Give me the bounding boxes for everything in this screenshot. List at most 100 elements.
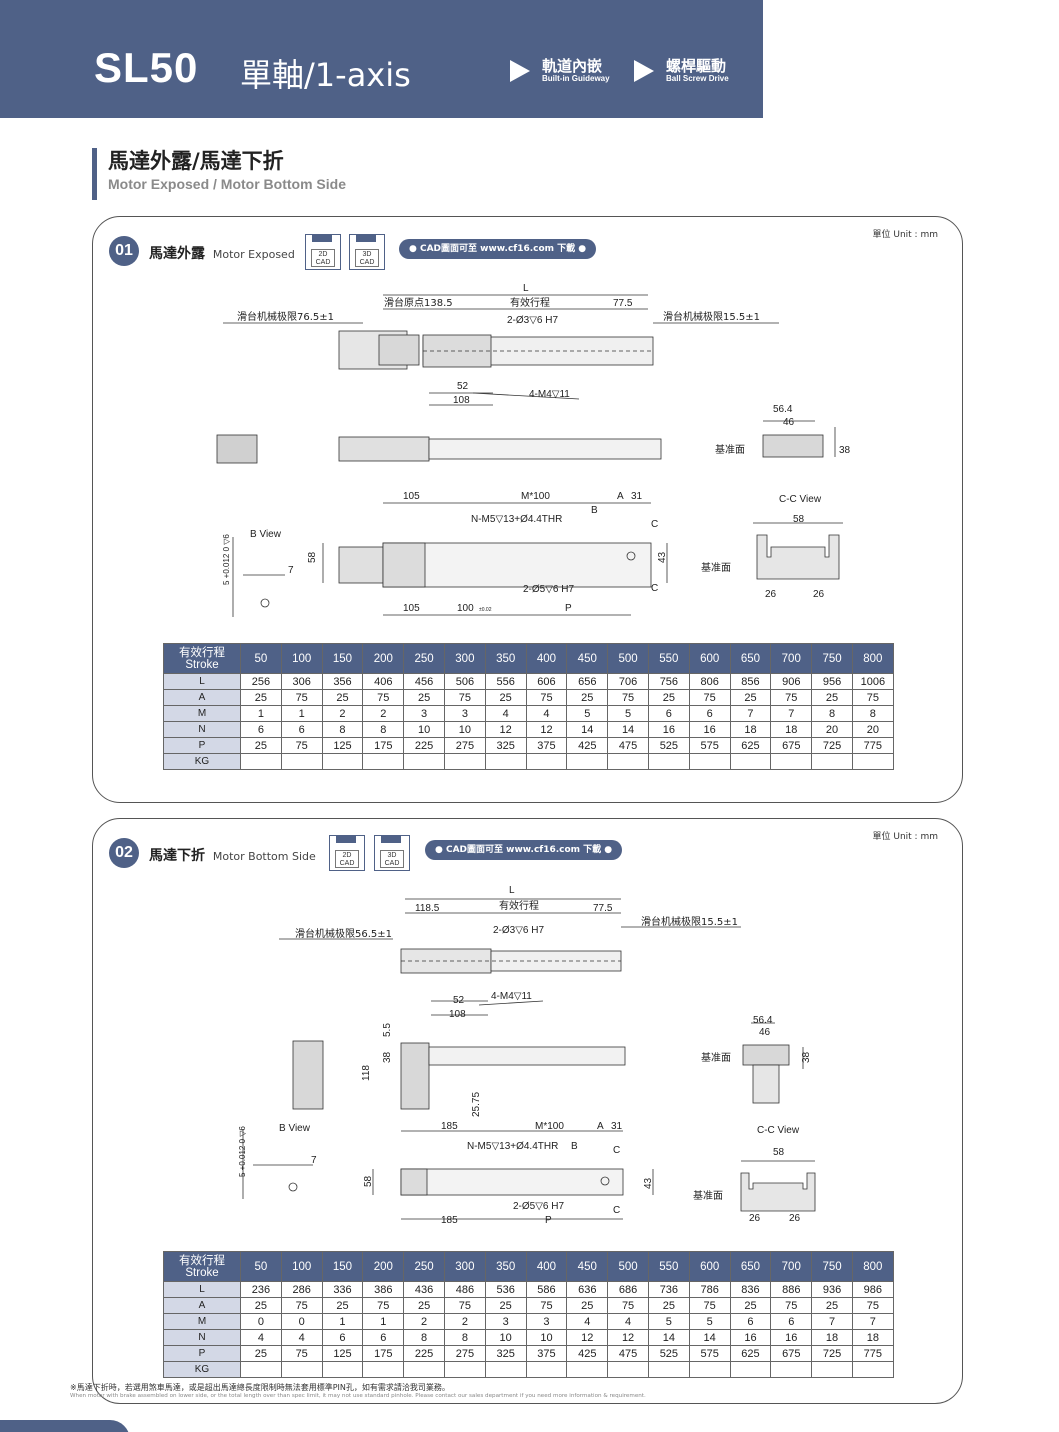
dim-52: 52 — [457, 381, 469, 392]
dim-38: 38 — [839, 445, 851, 456]
table-cell: 236 — [240, 1281, 282, 1298]
datum-label-c: 基准面 — [701, 561, 731, 574]
stroke-col: 300 — [443, 643, 486, 674]
dim-108: 108 — [449, 1009, 466, 1020]
table-cell: 656 — [566, 673, 609, 690]
cad-download-link[interactable]: ● CAD圖面可至 www.cf16.com 下載 ● — [399, 239, 597, 259]
table-cell — [566, 753, 609, 770]
dim-p: P — [545, 1215, 552, 1226]
dim-100-tolerance: ±0.02 — [479, 607, 492, 613]
table-cell — [525, 1361, 568, 1378]
table-cell: 75 — [362, 689, 405, 706]
table-cell: 2 — [362, 705, 405, 722]
table-cell: 5 — [607, 705, 649, 722]
table-cell: 256 — [240, 673, 282, 690]
stroke-col: 700 — [770, 1251, 813, 1282]
unit-label: 單位 Unit : mm — [872, 832, 938, 842]
table-cell: 25 — [240, 689, 282, 706]
table-cell: 75 — [443, 1297, 486, 1314]
table-cell: 8 — [811, 705, 853, 722]
table-cell: 8 — [851, 705, 894, 722]
table-cell: 986 — [851, 1281, 894, 1298]
c-view-label: C-C View — [757, 1125, 800, 1136]
table-cell: 4 — [280, 1329, 323, 1346]
dim-25-75: 25.75 — [471, 1092, 482, 1117]
dim-m4: 4-M4▽11 — [529, 389, 570, 400]
dim-58-side: 58 — [307, 551, 318, 563]
dim-b: B — [591, 505, 598, 516]
dim-185-bottom: 185 — [441, 1215, 458, 1226]
table-cell: 225 — [403, 737, 445, 754]
table-cell — [607, 1361, 649, 1378]
stroke-col: 750 — [811, 643, 853, 674]
table-cell: 225 — [403, 1345, 445, 1362]
table-cell: 25 — [321, 1297, 364, 1314]
table-cell: 4 — [566, 1313, 609, 1330]
table-cell: 20 — [811, 721, 853, 738]
dim-L: L — [509, 885, 515, 896]
cad-3d-icon[interactable]: 3D CAD — [349, 234, 385, 270]
b-view-dim-5: 5 +0.012 0 ▽6 — [222, 534, 231, 585]
footnote-en: When motor with brake assembled on lower… — [70, 1393, 646, 1399]
table-cell: 586 — [525, 1281, 568, 1298]
table-cell: 1 — [280, 705, 323, 722]
dim-stroke: 有效行程 — [499, 899, 539, 912]
table-cell: 25 — [811, 1297, 853, 1314]
table-cell — [770, 753, 813, 770]
axis-title: 單軸/1-axis — [240, 56, 411, 94]
cad-download-link[interactable]: ● CAD圖面可至 www.cf16.com 下載 ● — [425, 840, 623, 860]
table-cell: 75 — [280, 689, 323, 706]
table-cell: 6 — [321, 1329, 364, 1346]
table-cell — [647, 753, 690, 770]
table-cell: 5 — [688, 1313, 731, 1330]
stroke-spec-table-01: 有效行程 Stroke 50 100 150 200 250 300 350 4… — [163, 643, 894, 770]
table-cell — [851, 753, 894, 770]
table-cell: 425 — [566, 737, 609, 754]
table-cell: 20 — [851, 721, 894, 738]
cad-2d-icon[interactable]: 2D CAD — [305, 234, 341, 270]
dim-105-bottom: 105 — [403, 603, 420, 614]
table-cell — [851, 1361, 894, 1378]
table-cell: 506 — [443, 673, 486, 690]
table-cell: 5 — [647, 1313, 690, 1330]
table-cell: 1 — [240, 705, 282, 722]
dim-26-a: 26 — [765, 589, 777, 600]
cad-2d-icon[interactable]: 2D CAD — [329, 835, 365, 871]
stroke-col: 100 — [280, 1251, 323, 1282]
stroke-col: 350 — [484, 1251, 527, 1282]
dim-38-end: 38 — [801, 1051, 812, 1063]
table-cell — [647, 1361, 690, 1378]
table-cell: 675 — [770, 737, 813, 754]
table-cell: 8 — [403, 1329, 445, 1346]
table-cell: 275 — [443, 1345, 486, 1362]
dim-pin5: 2-Ø5▽6 H7 — [513, 1201, 564, 1212]
table-header-row: 有效行程 Stroke 50 100 150 200 250 300 350 4… — [163, 1251, 894, 1282]
table-cell: 625 — [729, 1345, 772, 1362]
stroke-col: 650 — [729, 643, 772, 674]
table-cell — [362, 753, 405, 770]
table-cell — [443, 1361, 486, 1378]
cad-3d-icon[interactable]: 3D CAD — [374, 835, 410, 871]
table-cell: 3 — [403, 705, 445, 722]
unit-label: 單位 Unit : mm — [872, 230, 938, 240]
table-cell: 25 — [566, 1297, 609, 1314]
stroke-col: 250 — [403, 1251, 445, 1282]
dim-c-bottom: C — [613, 1205, 620, 1216]
table-cell: 75 — [770, 1297, 813, 1314]
dim-m100: M*100 — [521, 491, 550, 502]
table-cell: 18 — [770, 721, 813, 738]
table-cell: 375 — [525, 1345, 568, 1362]
stroke-col: 500 — [607, 643, 649, 674]
table-cell: 636 — [566, 1281, 609, 1298]
stroke-col: 600 — [688, 1251, 731, 1282]
dim-c-bottom: C — [651, 583, 658, 594]
table-cell: 10 — [403, 721, 445, 738]
stroke-col: 150 — [321, 643, 364, 674]
table-cell: 4 — [240, 1329, 282, 1346]
table-cell: 6 — [688, 705, 731, 722]
stroke-col: 800 — [851, 643, 894, 674]
table-cell: 956 — [811, 673, 853, 690]
table-cell: 1006 — [851, 673, 894, 690]
dim-43: 43 — [657, 551, 668, 563]
